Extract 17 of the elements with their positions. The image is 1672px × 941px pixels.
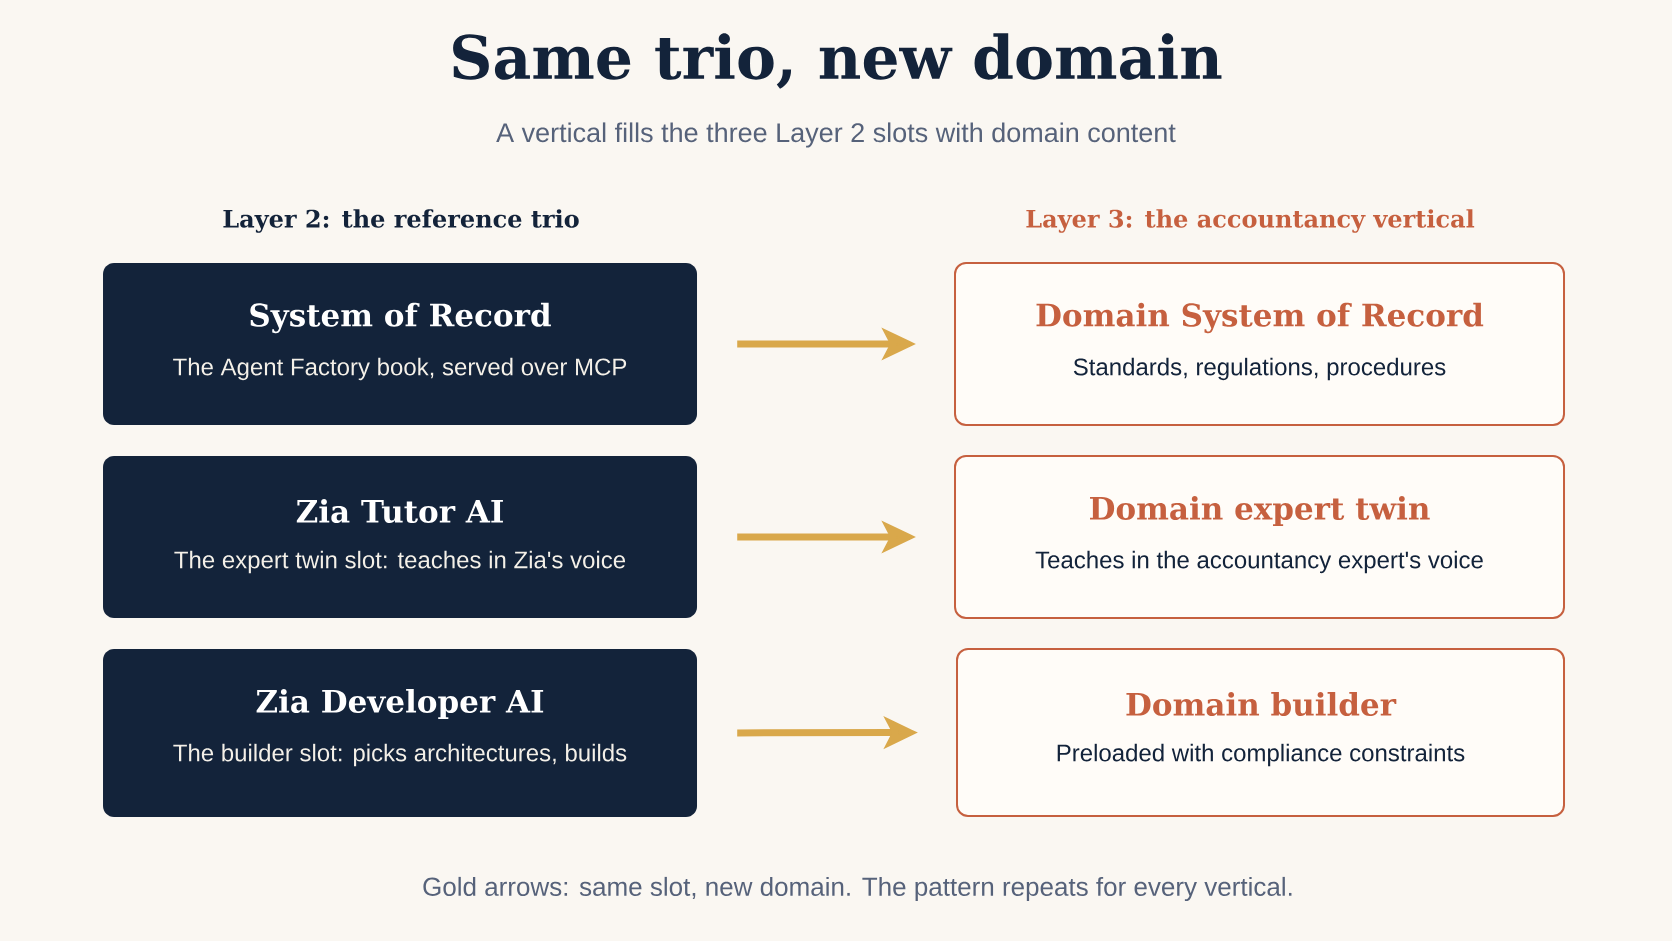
box-title: Domain System of Record: [1036, 302, 1484, 334]
column-heading: Layer 2: the reference trio: [223, 209, 579, 233]
subtitle: A vertical fills the three Layer 2 slots with domain content: [496, 122, 1176, 148]
box-description: Standards, regulations, procedures: [1073, 357, 1446, 381]
column-heading: Layer 3: the accountancy vertical: [1026, 209, 1475, 233]
box-description: The builder slot: picks architectures, builds: [173, 743, 627, 767]
box-title: Domain builder: [1126, 692, 1397, 716]
box-title: Zia Tutor AI: [296, 499, 503, 523]
box-title: System of Record: [250, 302, 551, 334]
box-description: The Agent Factory book, served over MCP: [173, 357, 627, 381]
box-title: Domain expert twin: [1090, 496, 1430, 526]
box-description: Teaches in the accountancy expert's voice: [1035, 550, 1483, 574]
title: Same trio, new domain: [453, 33, 1222, 89]
caption: Gold arrows: same slot, new domain. The pattern repeats for every vertical.: [423, 876, 1292, 902]
box-description: Preloaded with compliance constraints: [1057, 743, 1465, 767]
box-title: Zia Developer AI: [256, 689, 544, 719]
box-description: The expert twin slot: teaches in Zia's voice: [174, 550, 626, 574]
